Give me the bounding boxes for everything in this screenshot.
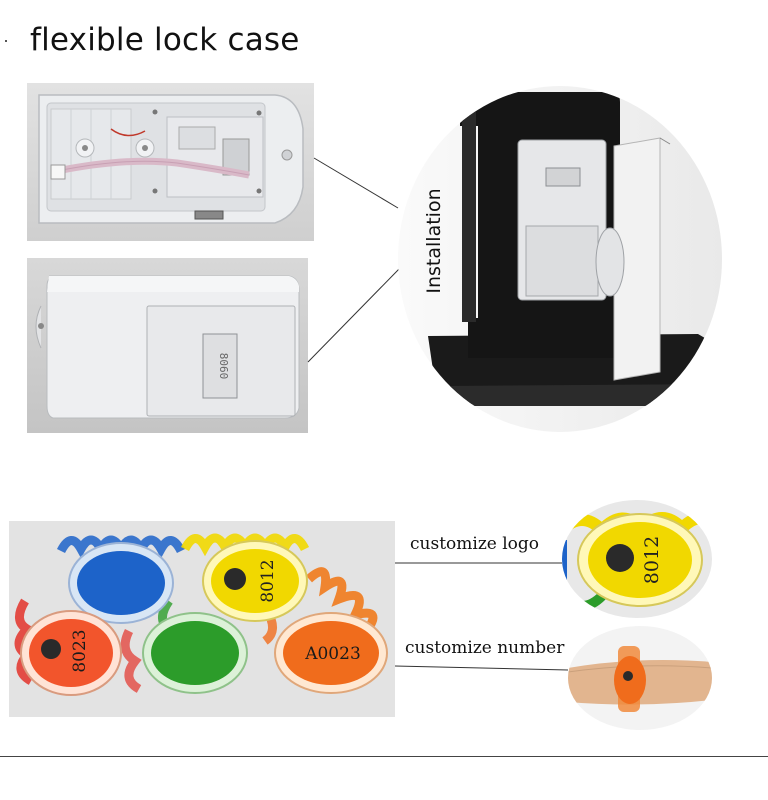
installation-photo: Installation — [398, 86, 722, 432]
lock-case-closed-photo: 8060 — [27, 258, 308, 433]
lock-case-open-photo — [27, 83, 314, 241]
logo-closeup-photo: 8012 — [562, 500, 712, 618]
wrist-closeup-photo — [568, 626, 712, 730]
lock-back-label: 8060 — [217, 353, 230, 380]
installation-label: Installation — [423, 188, 445, 293]
bottom-divider — [0, 756, 768, 757]
wristbands-photo: 8012 8023 A0023 — [9, 521, 395, 717]
customize-logo-caption: customize logo — [410, 534, 540, 554]
band-number-8023: 8023 — [70, 629, 90, 672]
installation-illustration: Installation — [398, 86, 722, 432]
customize-number-caption: customize number — [405, 638, 565, 658]
stray-dot — [5, 40, 7, 42]
wristbands-illustration: 8012 8023 A0023 — [9, 521, 395, 717]
lock-case-closed-illustration: 8060 — [27, 258, 308, 433]
lock-case-open-illustration — [27, 83, 314, 241]
closeup-number: 8012 — [641, 536, 663, 584]
wrist-closeup-illustration — [568, 626, 712, 730]
logo-closeup-illustration: 8012 — [562, 500, 712, 618]
band-number-8012: 8012 — [258, 559, 278, 602]
band-number-a0023: A0023 — [304, 644, 361, 664]
page-title: flexible lock case — [30, 22, 300, 58]
